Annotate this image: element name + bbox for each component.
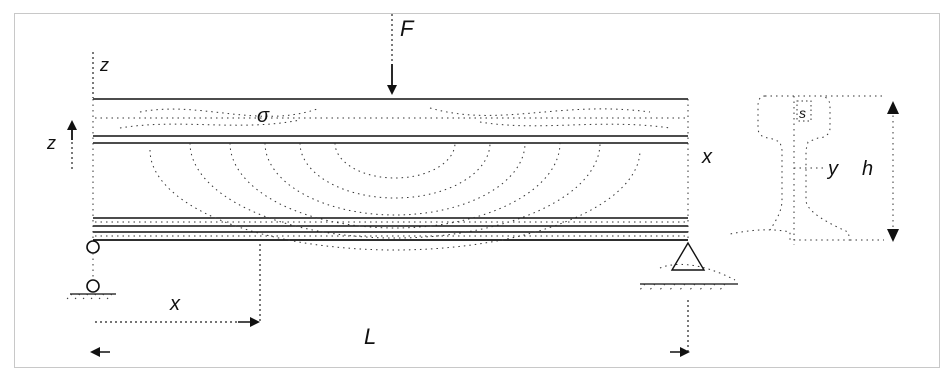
stress-field — [119, 107, 671, 251]
rail-cross-section — [729, 95, 884, 245]
z-coord-label: z — [46, 133, 56, 153]
x-axis-label: x — [701, 146, 713, 168]
right-support — [637, 241, 738, 293]
x-dim-label: x — [169, 293, 181, 315]
s-label: s — [799, 105, 806, 121]
sigma-label: σ — [257, 105, 270, 127]
figure-frame — [14, 13, 940, 368]
height-arrow-bottom — [887, 229, 899, 242]
beam — [92, 98, 689, 241]
left-support — [65, 240, 116, 301]
force-label: F — [400, 16, 415, 41]
length-label: L — [364, 324, 376, 349]
y-axis-label: y — [826, 158, 839, 180]
height-label: h — [862, 158, 873, 180]
height-arrow-top — [887, 101, 899, 114]
z-axis-label: z — [99, 55, 109, 75]
